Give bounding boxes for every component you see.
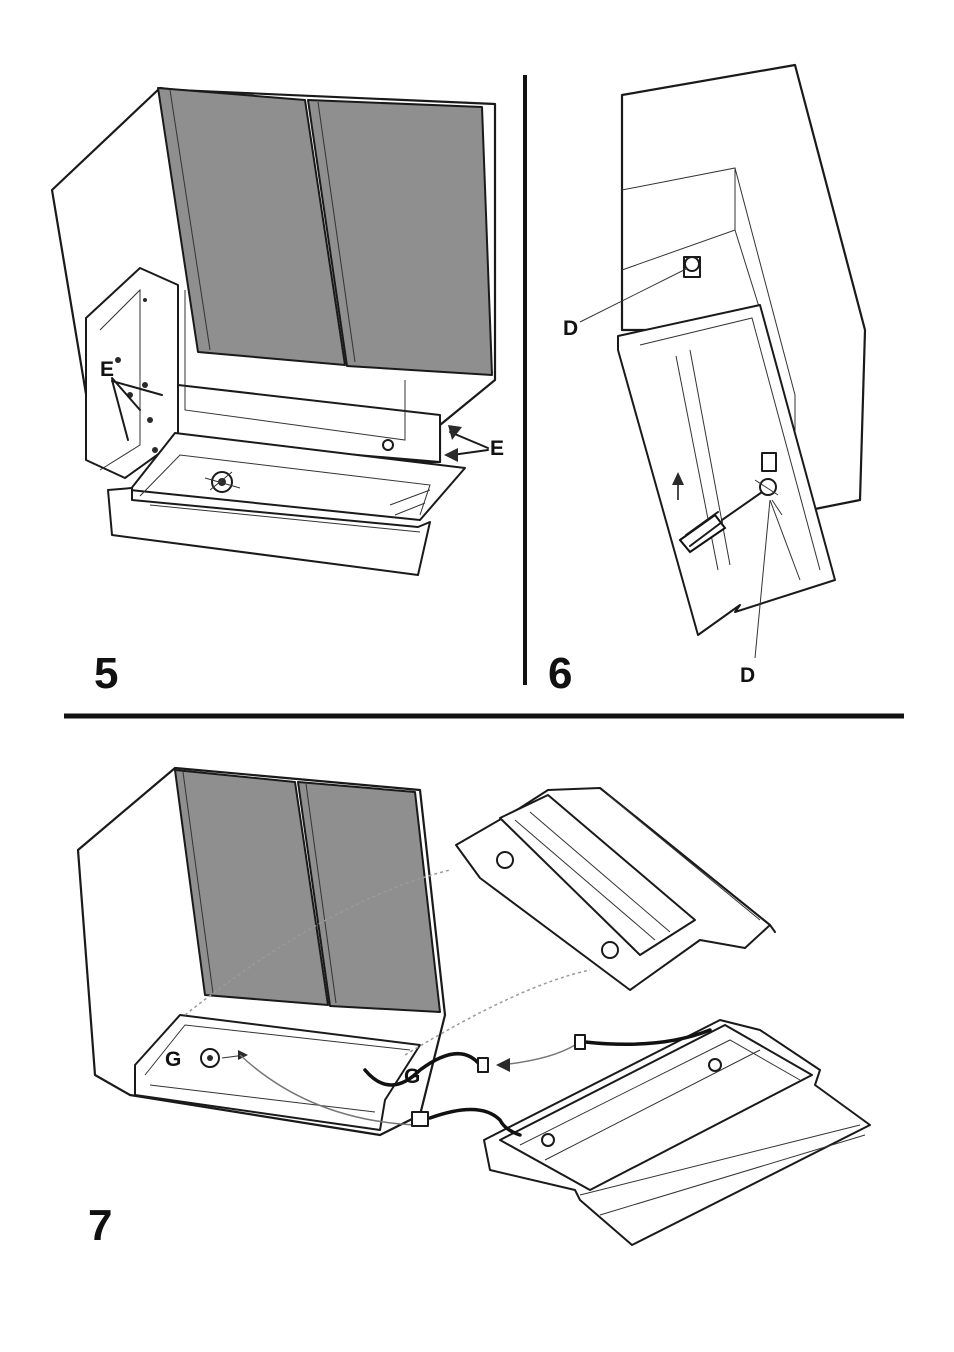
step-5-number: 5 — [94, 649, 118, 698]
step-5-callout-e-left: E — [100, 358, 114, 381]
step-6-callout-d-bottom: D — [740, 664, 755, 687]
step-7-callout-g-left: G — [165, 1048, 181, 1071]
step-6-callout-d-top: D — [563, 317, 578, 340]
step-7-callout-g-right: G — [404, 1065, 420, 1088]
step-5-callout-e-right: E — [490, 437, 504, 460]
step-7-illustration: G G — [78, 768, 870, 1245]
step-5-illustration: E E — [52, 88, 504, 575]
step-6-number: 6 — [548, 649, 572, 698]
step-6-illustration: D D — [563, 65, 865, 687]
step-7-number: 7 — [88, 1201, 112, 1250]
